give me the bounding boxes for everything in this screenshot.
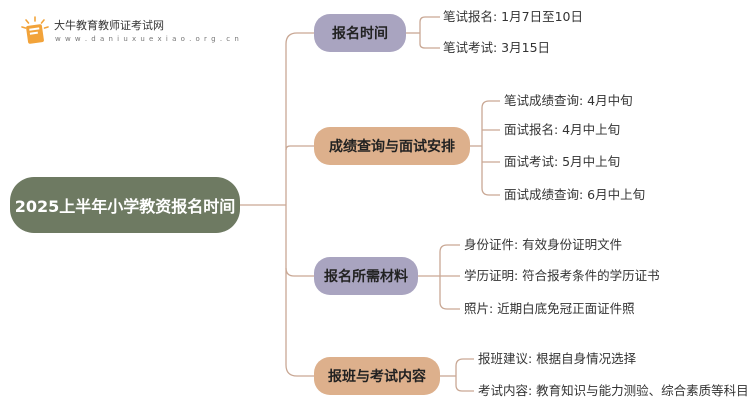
logo-title: 大牛教育教师证考试网 (54, 19, 164, 32)
leaf-written-exam: 笔试考试: 3月15日 (443, 40, 551, 55)
root-node[interactable]: 2025上半年小学教资报名时间 (10, 177, 240, 233)
leaf-interview-exam: 面试考试: 5月中上旬 (504, 154, 621, 169)
leaf-written-registration: 笔试报名: 1月7日至10日 (443, 9, 583, 24)
branch-4-fork (455, 358, 474, 392)
branch-1-fork (419, 16, 440, 49)
trunk-top (285, 32, 314, 205)
logo-url: w w w . d a n i u x u e x i a o . o r g … (55, 35, 240, 43)
leaf-id-document: 身份证件: 有效身份证明文件 (464, 237, 623, 252)
branch-required-materials[interactable]: 报名所需材料 (314, 257, 418, 295)
branch-2-fork (481, 100, 500, 196)
leaf-interview-registration: 面试报名: 4月中上旬 (504, 122, 621, 137)
site-logo[interactable]: 大牛教育教师证考试网 w w w . d a n i u x u e x i a… (18, 14, 239, 48)
branch-registration-time[interactable]: 报名时间 (314, 14, 406, 52)
leaf-education-certificate: 学历证明: 符合报考条件的学历证书 (464, 268, 660, 283)
leaf-photo: 照片: 近期白底免冠正面证件照 (464, 301, 635, 316)
leaf-written-score-query: 笔试成绩查询: 4月中旬 (504, 93, 633, 108)
branch-scores-interview[interactable]: 成绩查询与面试安排 (314, 127, 470, 165)
leaf-class-advice: 报班建议: 根据自身情况选择 (478, 351, 637, 366)
branch-class-exam-content[interactable]: 报班与考试内容 (314, 357, 440, 395)
leaf-interview-score-query: 面试成绩查询: 6月中上旬 (504, 187, 646, 202)
branch-3-fork (439, 244, 460, 310)
leaf-exam-content: 考试内容: 教育知识与能力测验、综合素质等科目 (478, 383, 749, 398)
book-logo-icon (21, 16, 49, 44)
trunk-bottom (285, 205, 314, 377)
connector-branch-3 (285, 267, 314, 277)
connector-branch-2 (285, 145, 314, 151)
